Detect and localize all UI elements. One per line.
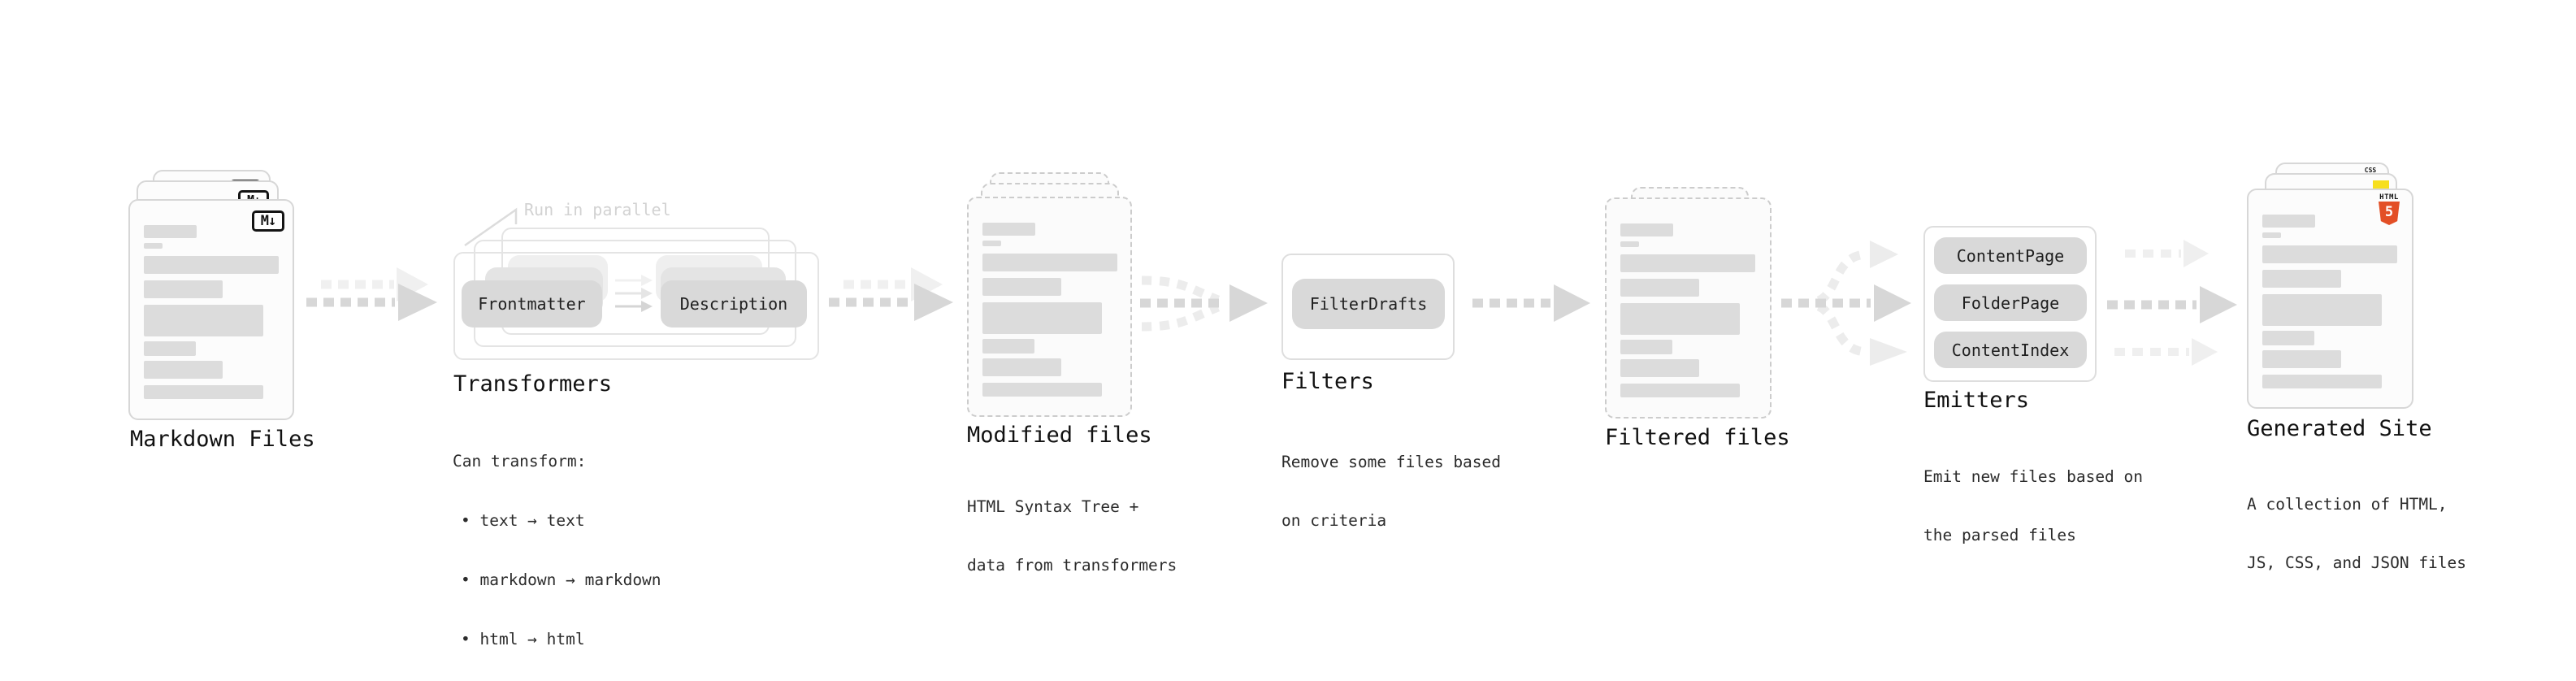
transformers-bullet: • text → text: [461, 511, 585, 530]
generated-site-desc-line: A collection of HTML,: [2247, 495, 2448, 514]
filters-desc-line: Remove some files based: [1281, 453, 1502, 471]
filtered-files-label: Filtered files: [1605, 425, 1790, 450]
arrow-markdown-to-transformers: [306, 267, 437, 321]
frontmatter-step: Frontmatter: [462, 280, 602, 327]
generated-site-description: A collection of HTML, JS, CSS, and JSON …: [2247, 457, 2466, 610]
html5-icon: HTML 5: [2379, 193, 2400, 225]
filters-label: Filters: [1281, 369, 1374, 394]
emitters-frame: [1923, 226, 2097, 382]
arrow-transformers-to-modified: [829, 267, 953, 321]
generated-site-desc-line: JS, CSS, and JSON files: [2247, 553, 2467, 572]
filtered-file-card-front: [1605, 197, 1772, 419]
filters-frame: [1281, 254, 1455, 360]
css-icon-label: CSS: [2364, 167, 2377, 174]
transformers-bullet: • markdown → markdown: [461, 570, 661, 589]
modified-file-card-front: [967, 197, 1132, 417]
arrow-filters-to-filtered: [1472, 284, 1590, 322]
arrow-modified-to-filters: [1140, 275, 1268, 332]
html5-icon-label: HTML: [2379, 193, 2399, 202]
modified-files-label: Modified files: [967, 423, 1152, 448]
emitters-desc-line: Emit new files based on: [1923, 467, 2144, 486]
filters-desc-line: on criteria: [1281, 510, 1387, 530]
description-step: Description: [661, 280, 807, 327]
transformers-bullet: • html → html: [461, 630, 585, 648]
filterdrafts-step: FilterDrafts: [1292, 279, 1445, 329]
transformers-desc-heading: Can transform:: [453, 452, 587, 471]
emitters-desc-line: the parsed files: [1923, 525, 2076, 544]
arrow-emitters-to-generated: [2107, 240, 2237, 366]
run-in-parallel-leader-line: [464, 207, 518, 247]
modified-files-desc-line: HTML Syntax Tree +: [967, 497, 1139, 516]
transformers-label: Transformers: [453, 371, 613, 397]
contentpage-emitter: ContentPage: [1934, 237, 2087, 274]
document-text-lines: [1607, 199, 1770, 417]
generated-site-label: Generated Site: [2247, 416, 2432, 441]
document-text-lines: [2249, 190, 2412, 407]
parallel-step-arrows: [615, 275, 653, 312]
transformer-frame-front: [453, 252, 819, 360]
modified-files-description: HTML Syntax Tree + data from transformer…: [967, 459, 1177, 613]
markdown-icon: M↓: [252, 210, 284, 232]
modified-files-desc-line: data from transformers: [967, 555, 1177, 575]
html5-icon-shield: 5: [2379, 202, 2400, 225]
markdown-files-label: Markdown Files: [130, 427, 315, 452]
javascript-icon: [2373, 180, 2389, 190]
emitters-label: Emitters: [1923, 388, 2030, 413]
document-text-lines: [969, 198, 1130, 415]
contentindex-emitter: ContentIndex: [1934, 332, 2087, 368]
filters-description: Remove some files based on criteria: [1281, 414, 1501, 568]
run-in-parallel-label: Run in parallel: [524, 200, 671, 219]
markdown-file-card-front: M↓: [128, 199, 294, 420]
folderpage-emitter: FolderPage: [1934, 284, 2087, 321]
document-text-lines: [130, 201, 293, 419]
transformers-description: Can transform: • text → text • markdown …: [453, 413, 661, 681]
emitters-description: Emit new files based on the parsed files: [1923, 429, 2143, 583]
arrow-filtered-to-emitters: [1781, 241, 1911, 366]
generated-file-card-front: HTML 5: [2247, 189, 2413, 409]
